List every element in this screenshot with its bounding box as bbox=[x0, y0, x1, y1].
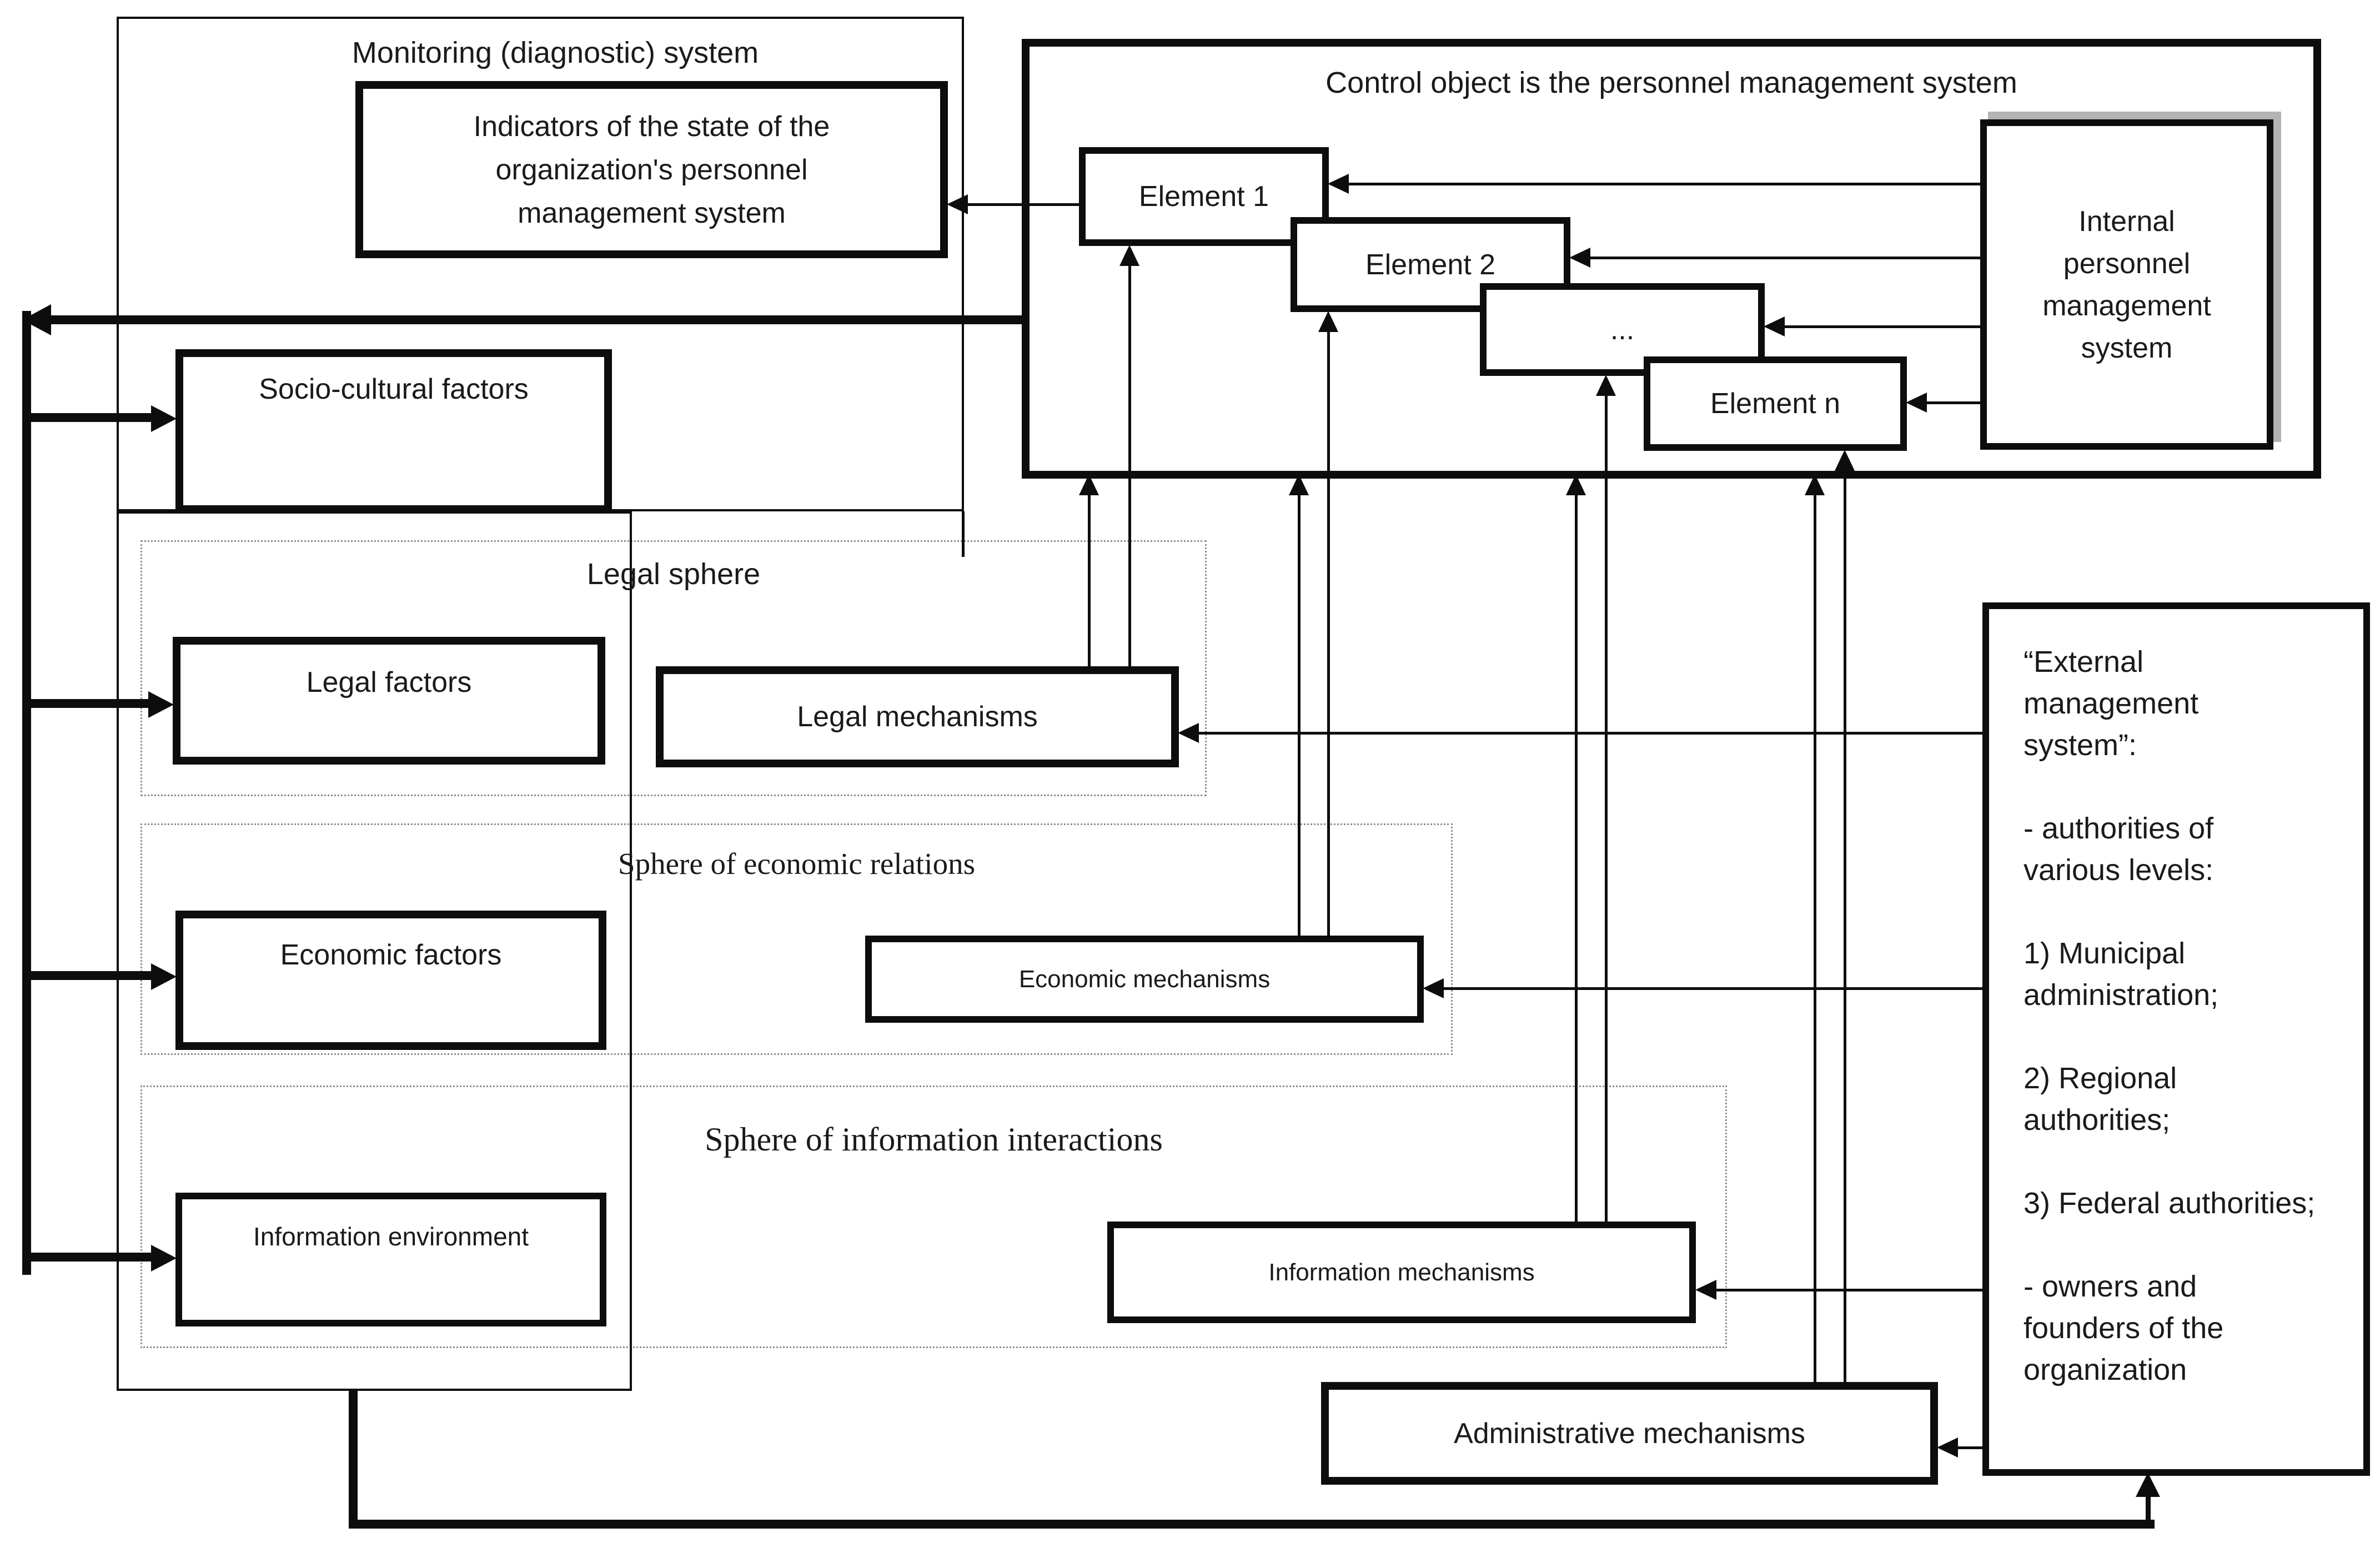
feedback-left-trunk bbox=[22, 311, 31, 1275]
economic-sphere-region bbox=[140, 823, 1453, 1055]
information-mech-to-ellipsis-arrowhead-icon bbox=[1596, 375, 1616, 396]
economic-mech-to-control-arrowhead-icon bbox=[1289, 474, 1309, 495]
external-to-information-mech-line bbox=[1715, 1289, 1982, 1291]
information-environment-box: Information environment bbox=[175, 1193, 606, 1326]
legal-factors-label: Legal factors bbox=[306, 666, 472, 698]
external-to-admin-mech-arrowhead-icon bbox=[1937, 1438, 1958, 1458]
information-environment-label: Information environment bbox=[253, 1222, 529, 1251]
economic-factors-label: Economic factors bbox=[280, 939, 502, 971]
admin-mech-to-elementn-line bbox=[1844, 470, 1846, 1382]
branch-information-line bbox=[31, 1253, 155, 1262]
economic-mech-to-control-line bbox=[1298, 494, 1301, 936]
economic-mech-to-element2-line bbox=[1327, 331, 1330, 936]
internal-to-element2-arrowhead-icon bbox=[1569, 248, 1590, 268]
internal-to-element1-line bbox=[1348, 183, 1980, 185]
feedback-top-line bbox=[49, 315, 1022, 324]
information-sphere-title: Sphere of information interactions bbox=[705, 1121, 1163, 1158]
legal-mechanisms-box: Legal mechanisms bbox=[656, 666, 1179, 767]
information-mechanisms-box: Information mechanisms bbox=[1107, 1222, 1696, 1323]
legal-mech-to-element1-arrowhead-icon bbox=[1119, 245, 1139, 266]
external-to-legal-mech-arrowhead-icon bbox=[1178, 723, 1199, 743]
admin-mech-to-control-line bbox=[1814, 494, 1816, 1382]
control-object-title: Control object is the personnel manageme… bbox=[1325, 66, 2017, 99]
socio-cultural-factors-label: Socio-cultural factors bbox=[259, 373, 529, 405]
external-to-information-mech-arrowhead-icon bbox=[1695, 1280, 1716, 1300]
branch-legal-arrowhead-icon bbox=[148, 691, 174, 718]
external-management-system-box: “External management system”: - authorit… bbox=[1982, 602, 2370, 1476]
branch-economic-line bbox=[31, 971, 155, 980]
feedback-bottom-line bbox=[349, 1520, 2155, 1529]
information-mech-to-control-line bbox=[1575, 494, 1578, 1222]
element-n-box: Element n bbox=[1644, 356, 1907, 451]
legal-sphere-region bbox=[140, 540, 1207, 796]
legal-mech-to-control-line bbox=[1088, 494, 1091, 666]
branch-socio-arrowhead-icon bbox=[151, 405, 177, 432]
indicators-box: Indicators of the state of the organizat… bbox=[355, 81, 948, 258]
administrative-mechanisms-box: Administrative mechanisms bbox=[1321, 1382, 1938, 1485]
external-to-legal-mech-line bbox=[1198, 732, 1982, 735]
feedback-bottom-arrowhead-icon bbox=[2136, 1472, 2160, 1497]
monitoring-box-edge-stub bbox=[962, 511, 965, 557]
external-to-economic-mech-arrowhead-icon bbox=[1423, 978, 1444, 998]
external-to-economic-mech-line bbox=[1443, 987, 1982, 990]
internal-to-ellipsis-arrowhead-icon bbox=[1764, 316, 1785, 336]
feedback-bottom-drop-line bbox=[349, 1391, 358, 1529]
element1-to-indicators-arrowhead-icon bbox=[947, 194, 968, 214]
branch-legal-line bbox=[31, 699, 153, 708]
information-mech-to-control-arrowhead-icon bbox=[1566, 474, 1586, 495]
branch-information-arrowhead-icon bbox=[151, 1245, 177, 1271]
admin-mech-to-elementn-arrowhead-icon bbox=[1835, 450, 1855, 471]
internal-personnel-system-box: Internal personnel management system bbox=[1980, 119, 2273, 450]
branch-economic-arrowhead-icon bbox=[151, 963, 177, 990]
internal-personnel-system-label: Internal personnel management system bbox=[2042, 205, 2211, 364]
feedback-bottom-rise-line bbox=[2146, 1495, 2151, 1524]
legal-mech-to-element1-line bbox=[1128, 265, 1131, 666]
internal-to-element2-line bbox=[1589, 257, 1980, 259]
external-management-system-text: “External management system”: - authorit… bbox=[2023, 645, 2316, 1386]
internal-to-element1-arrowhead-icon bbox=[1328, 174, 1349, 194]
legal-mech-to-control-arrowhead-icon bbox=[1079, 474, 1099, 495]
element-1-box: Element 1 bbox=[1079, 147, 1329, 246]
internal-to-elementn-arrowhead-icon bbox=[1906, 393, 1927, 413]
branch-socio-line bbox=[31, 413, 155, 422]
legal-factors-box: Legal factors bbox=[173, 637, 605, 765]
information-mech-to-ellipsis-line bbox=[1605, 395, 1608, 1222]
admin-mech-to-control-arrowhead-icon bbox=[1805, 474, 1825, 495]
monitoring-system-title: Monitoring (diagnostic) system bbox=[352, 36, 759, 69]
socio-cultural-factors-box: Socio-cultural factors bbox=[175, 349, 612, 513]
legal-sphere-title: Legal sphere bbox=[586, 557, 761, 591]
internal-to-ellipsis-line bbox=[1784, 325, 1980, 328]
economic-factors-box: Economic factors bbox=[175, 911, 606, 1050]
information-sphere-region bbox=[140, 1085, 1727, 1348]
internal-to-elementn-line bbox=[1926, 401, 1980, 404]
economic-mech-to-element2-arrowhead-icon bbox=[1318, 311, 1338, 332]
economic-mechanisms-box: Economic mechanisms bbox=[865, 936, 1424, 1023]
indicators-label: Indicators of the state of the organizat… bbox=[473, 110, 830, 229]
economic-sphere-title: Sphere of economic relations bbox=[618, 847, 975, 881]
external-to-admin-mech-line bbox=[1957, 1446, 1982, 1449]
element1-to-indicators-line bbox=[967, 203, 1079, 206]
